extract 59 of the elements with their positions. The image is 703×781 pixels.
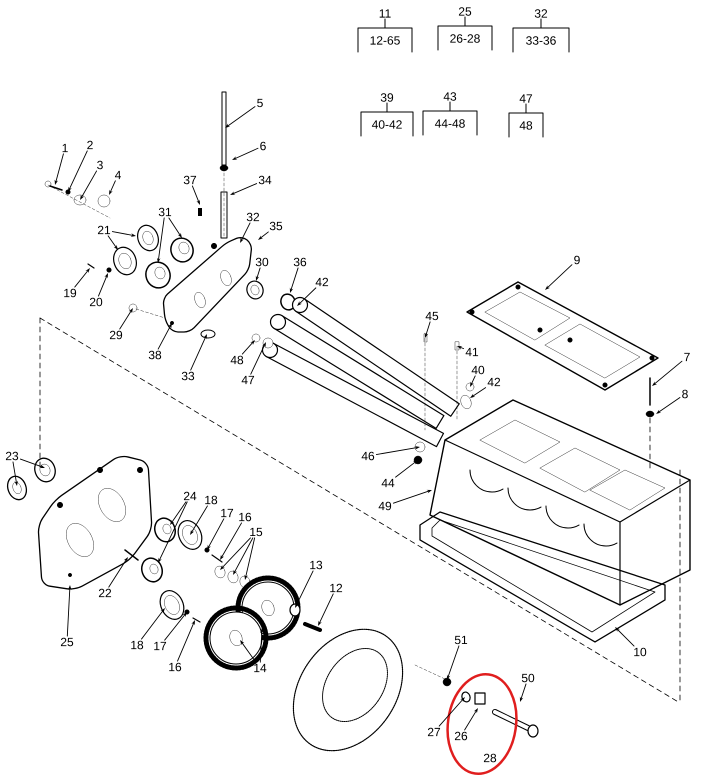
callout-number: 22 (98, 588, 112, 598)
callout-number: 49 (378, 502, 392, 510)
reference-bracket: 47 48 (508, 94, 544, 138)
reference-bracket: 11 12-65 (358, 9, 412, 52)
callout-number: 42 (488, 378, 500, 386)
callout-number: 13 (310, 560, 322, 570)
callout-number: 26 (454, 732, 468, 740)
callout-number: 16 (169, 662, 182, 672)
callout-number: 50 (522, 674, 534, 682)
callout-number: 33 (182, 372, 194, 380)
callout-number: 18 (205, 496, 218, 504)
callout-number: 30 (256, 258, 268, 266)
callout-number: 2 (87, 140, 93, 150)
callout-number: 17 (154, 642, 166, 650)
callout-number: 25 (60, 638, 74, 646)
callout-number: 7 (684, 352, 690, 362)
callout-number: 16 (239, 512, 252, 522)
callout-number: 10 (634, 648, 646, 656)
callout-number: 42 (316, 278, 328, 286)
callout-number: 19 (64, 288, 76, 298)
callout-number: 23 (6, 452, 18, 460)
leader-line (615, 627, 634, 646)
callout-number: 28 (484, 754, 496, 762)
callout-number: 6 (260, 142, 266, 150)
reference-bracket: 39 40-42 (360, 93, 414, 136)
reference-bracket: 25 26-28 (438, 7, 492, 50)
callout-number: 48 (230, 356, 244, 364)
callout-number: 46 (362, 452, 374, 460)
callout-number: 3 (97, 160, 103, 170)
callout-number: 47 (242, 376, 254, 384)
callout-number: 24 (184, 492, 196, 500)
callout-number: 32 (246, 212, 260, 222)
callout-number: 17 (221, 508, 234, 518)
reference-bracket: 43 44-48 (422, 92, 478, 136)
callout-number: 18 (131, 640, 144, 650)
callout-number: 36 (294, 258, 306, 266)
callout-number: 15 (250, 528, 262, 536)
callout-number: 37 (184, 176, 196, 184)
callout-number: 35 (270, 222, 282, 230)
callout-number: 27 (428, 728, 440, 736)
callout-number: 8 (682, 390, 688, 398)
callout-number: 38 (148, 350, 162, 360)
callout-number: 45 (426, 312, 438, 320)
callout-number: 29 (110, 330, 122, 340)
callout-number: 20 (90, 298, 102, 306)
callout-number: 1 (62, 144, 68, 152)
callout-number: 21 (98, 226, 110, 234)
callout-number: 9 (574, 256, 580, 264)
callout-number: 14 (254, 664, 266, 672)
callout-number: 34 (258, 176, 272, 184)
callout-number: 5 (257, 98, 263, 108)
callout-number: 40 (472, 366, 484, 374)
callout-number: 41 (466, 348, 478, 356)
callout-number: 51 (454, 636, 468, 644)
callout-number: 31 (158, 208, 172, 216)
callout-number: 4 (114, 170, 121, 180)
reference-bracket: 32 33-36 (512, 9, 570, 52)
callout-number: 12 (330, 584, 342, 592)
callout-number: 44 (382, 478, 394, 488)
